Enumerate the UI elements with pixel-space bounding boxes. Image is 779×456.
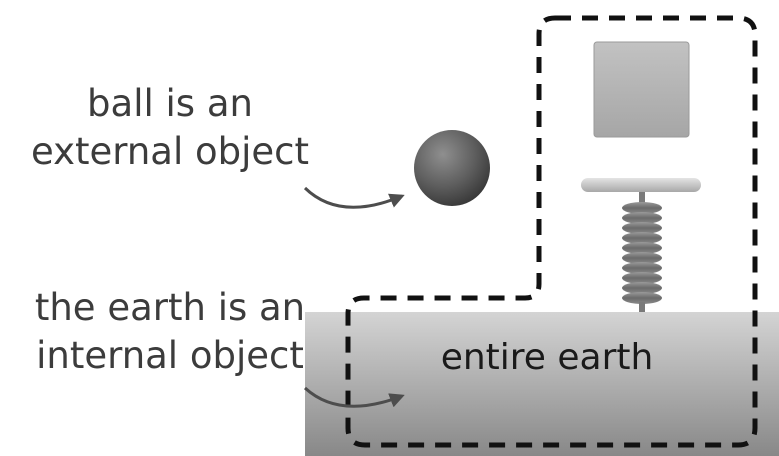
ball-label: ball is an external object	[0, 80, 340, 176]
earth-label-line-1: the earth is an	[34, 286, 306, 329]
ball-arrow	[303, 186, 405, 209]
earth-arrow	[303, 386, 405, 408]
block-mass-icon	[593, 41, 690, 138]
earth-label-line-2: internal object	[36, 334, 304, 377]
spring-icon	[622, 192, 662, 312]
system-boundary	[345, 15, 758, 448]
earth-name-label: entire earth	[440, 337, 654, 378]
spring-plate	[581, 178, 701, 192]
ball-label-line-1: ball is an	[87, 82, 253, 125]
ball-icon	[414, 130, 490, 206]
ball-label-line-2: external object	[30, 130, 310, 173]
earth-ground	[305, 312, 779, 456]
earth-label: the earth is an internal object	[0, 284, 340, 380]
